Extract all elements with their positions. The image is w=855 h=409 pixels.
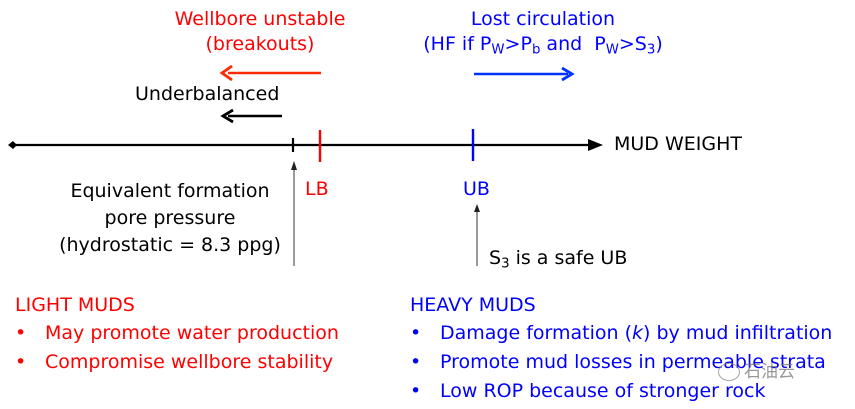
lb-label: LB bbox=[305, 178, 329, 200]
bullet-icon: • bbox=[410, 322, 422, 344]
axis-arrowhead-icon bbox=[588, 139, 603, 151]
light-muds-item-text: Compromise wellbore stability bbox=[45, 351, 334, 373]
light-muds-item: • Compromise wellbore stability bbox=[15, 348, 395, 377]
pore-pressure-label: Equivalent formation pore pressure (hydr… bbox=[55, 178, 285, 259]
wellbore-unstable-line2: (breakouts) bbox=[205, 33, 315, 55]
blue-arrowhead-icon bbox=[561, 66, 575, 82]
pore-pressure-line1: Equivalent formation bbox=[70, 180, 270, 202]
heavy-muds-item-text: Damage formation (k) by mud infiltration bbox=[440, 322, 833, 344]
wechat-logo-icon bbox=[718, 363, 740, 381]
lost-circulation-condition: (HF if PW>Pb and PW>S3) bbox=[423, 33, 663, 58]
light-muds-item: • May promote water production bbox=[15, 319, 395, 348]
ub-label: UB bbox=[463, 178, 490, 200]
ub-pointer-arrowhead-icon bbox=[474, 204, 480, 212]
bullet-icon: • bbox=[410, 380, 422, 402]
lost-circulation-line1: Lost circulation bbox=[470, 8, 616, 30]
red-arrowhead-icon bbox=[219, 64, 233, 82]
pore-pressure-line2: pore pressure bbox=[104, 207, 236, 229]
wellbore-unstable-line1: Wellbore unstable bbox=[174, 8, 346, 30]
mud-weight-label: MUD WEIGHT bbox=[614, 133, 742, 155]
lost-circulation-label: Lost circulation (HF if PW>Pb and PW>S3) bbox=[408, 7, 678, 57]
light-muds-list: • May promote water production • Compromis… bbox=[15, 319, 395, 377]
pore-pressure-line3: (hydrostatic = 8.3 ppg) bbox=[59, 234, 281, 256]
underbalanced-label: Underbalanced bbox=[135, 83, 280, 105]
black-arrowhead-icon bbox=[220, 108, 234, 124]
heavy-muds-heading: HEAVY MUDS bbox=[410, 294, 536, 316]
bullet-icon: • bbox=[15, 322, 27, 344]
bullet-icon: • bbox=[410, 351, 422, 373]
heavy-muds-item: • Damage formation (k) by mud infiltratio… bbox=[410, 319, 855, 348]
watermark-text: 石油云 bbox=[744, 362, 795, 382]
light-muds-item-text: May promote water production bbox=[45, 322, 339, 344]
light-muds-heading: LIGHT MUDS bbox=[15, 294, 135, 316]
s3-note: S3 is a safe UB bbox=[489, 247, 628, 272]
heavy-muds-item-text: Low ROP because of stronger rock bbox=[440, 380, 766, 402]
bullet-icon: • bbox=[15, 351, 27, 373]
watermark: 石油云 bbox=[718, 357, 795, 382]
pore-pointer-arrowhead-icon bbox=[291, 161, 297, 170]
heavy-muds-item: • Low ROP because of stronger rock bbox=[410, 377, 855, 406]
axis-left-end-icon bbox=[8, 141, 17, 149]
wellbore-unstable-label: Wellbore unstable (breakouts) bbox=[160, 7, 360, 57]
